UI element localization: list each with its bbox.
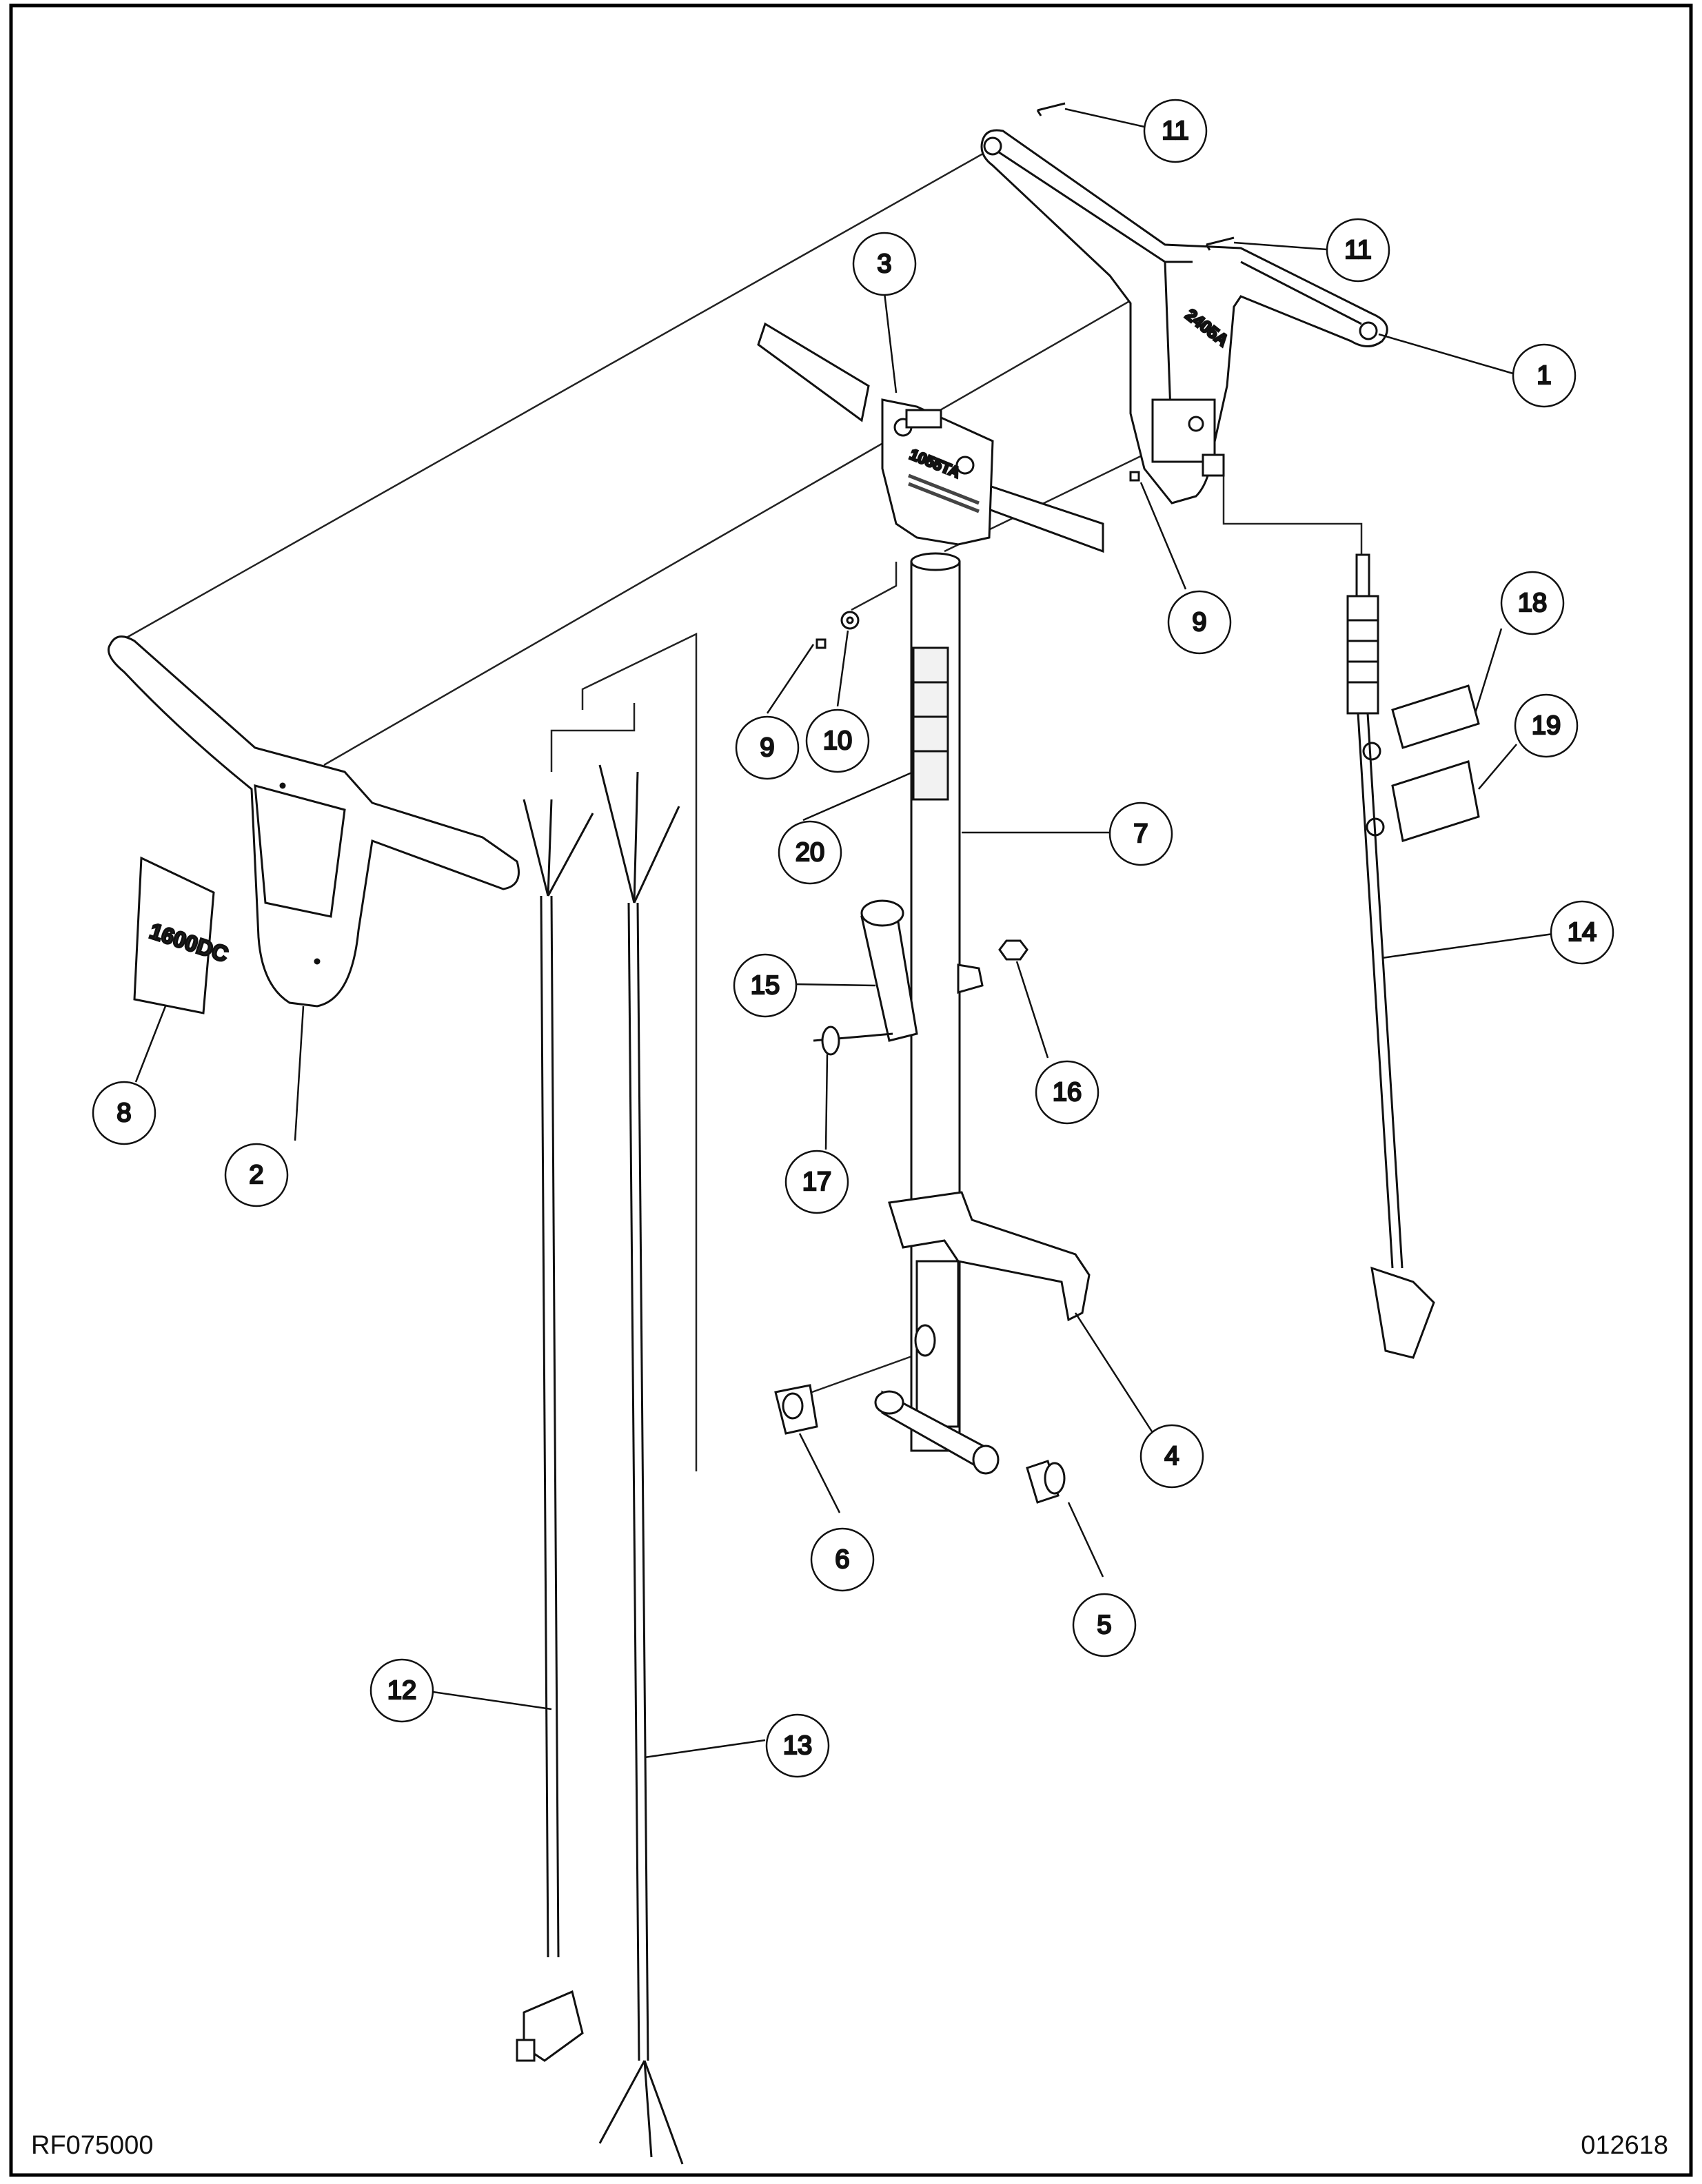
bracket-foot (874, 1191, 1091, 1475)
wire-harness-13 (598, 764, 684, 2165)
callout-16: 16 (1035, 1060, 1100, 1125)
svg-text:13: 13 (783, 1731, 812, 1760)
callout-18: 18 (1500, 571, 1565, 635)
svg-text:18: 18 (1518, 589, 1547, 618)
callout-17: 17 (784, 1150, 849, 1214)
callout-20: 20 (778, 820, 842, 885)
callout-6: 6 (810, 1527, 875, 1592)
decal-plate: 1600DC (133, 856, 232, 1014)
power-cord (1346, 553, 1435, 1359)
callout-11-mid: 11 (1326, 218, 1390, 283)
svg-text:9: 9 (760, 733, 774, 762)
callout-3: 3 (852, 232, 917, 296)
callout-leaders (134, 108, 1554, 1759)
callout-19: 19 (1514, 693, 1579, 758)
svg-text:8: 8 (116, 1099, 131, 1127)
callout-12: 12 (369, 1658, 434, 1723)
callout-10: 10 (805, 708, 870, 773)
bushing-part-5 (1026, 1460, 1066, 1504)
callout-badges: 1 2 3 4 5 6 7 8 9 9 10 11 11 12 13 14 15… (92, 99, 1614, 1778)
svg-text:7: 7 (1133, 819, 1148, 848)
svg-text:6: 6 (835, 1545, 849, 1574)
svg-text:1: 1 (1537, 361, 1551, 390)
callout-2: 2 (224, 1143, 289, 1207)
svg-text:5: 5 (1097, 1611, 1111, 1640)
grommet-part-6 (774, 1384, 818, 1435)
svg-text:20: 20 (796, 838, 824, 867)
svg-text:9: 9 (1192, 608, 1206, 637)
small-hardware (813, 102, 1235, 1056)
callout-7: 7 (1108, 802, 1173, 866)
drawing-frame (9, 3, 1693, 2177)
lower-handle (108, 635, 520, 1008)
cord-tags (1362, 684, 1480, 842)
callout-11-top: 11 (1143, 99, 1208, 163)
callout-9-right: 9 (1167, 590, 1232, 655)
callout-15: 15 (733, 953, 798, 1018)
cord-hook (860, 899, 984, 1042)
svg-text:17: 17 (802, 1167, 831, 1196)
drawing-number: RF075000 (31, 2131, 153, 2160)
svg-text:16: 16 (1053, 1078, 1082, 1107)
svg-text:11: 11 (1344, 236, 1371, 265)
main-pipe (910, 552, 961, 1452)
wire-harness-12 (516, 799, 594, 2062)
svg-text:14: 14 (1568, 918, 1597, 947)
callout-8: 8 (92, 1081, 156, 1145)
svg-text:10: 10 (823, 726, 852, 755)
callout-1: 1 (1512, 343, 1577, 408)
svg-text:3: 3 (877, 249, 891, 278)
callout-13: 13 (765, 1713, 830, 1778)
svg-text:4: 4 (1164, 1442, 1179, 1471)
upper-handle-bar: 2405A (980, 129, 1388, 504)
callout-14: 14 (1550, 900, 1614, 965)
svg-text:15: 15 (751, 971, 780, 1000)
svg-text:2: 2 (249, 1161, 263, 1190)
svg-text:11: 11 (1162, 116, 1188, 145)
svg-text:12: 12 (387, 1676, 416, 1705)
revision-date-code: 012618 (1581, 2131, 1668, 2160)
callout-5: 5 (1072, 1593, 1137, 1657)
callout-4: 4 (1139, 1424, 1204, 1489)
switch-box: 1055TA (757, 322, 1104, 553)
callout-9-left: 9 (735, 715, 800, 780)
svg-text:19: 19 (1532, 711, 1561, 740)
